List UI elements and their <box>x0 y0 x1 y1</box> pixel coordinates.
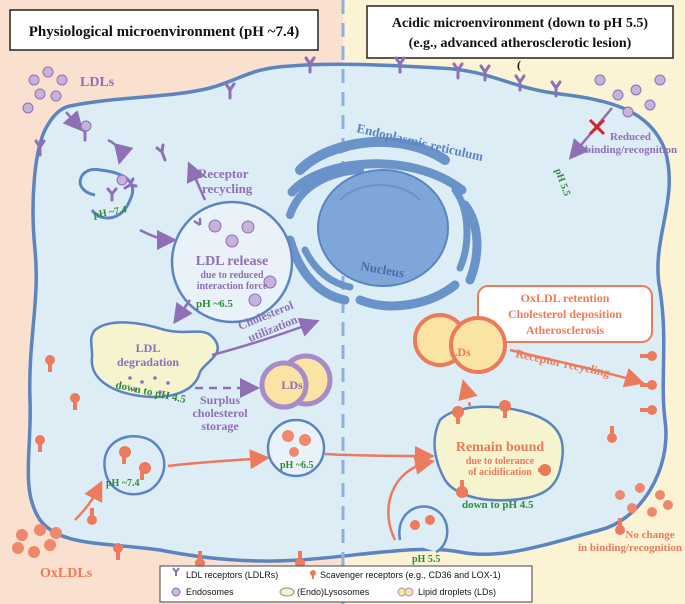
surplus-1: Surplus <box>200 393 240 407</box>
clathrin-pit-right <box>398 505 449 554</box>
down-ph45-label-b: down to pH 4.5 <box>462 499 534 511</box>
surplus-3: storage <box>201 419 239 433</box>
stray-parenthesis: ( <box>517 58 521 72</box>
legend-lysosome-icon <box>279 587 295 597</box>
right-title-line1: Acidic microenvironment (down to pH 5.5) <box>392 16 648 31</box>
legend-lyso: (Endo)Lysosomes <box>297 587 370 597</box>
ph74-label-b: pH ~7.4 <box>106 478 140 489</box>
remain-sub1: due to tolerance <box>466 456 535 467</box>
ldl-release-sub1: due to reduced <box>200 270 264 281</box>
legend-scav: Scavenger receptors (e.g., CD36 and LOX-… <box>320 570 501 580</box>
reduced-label-1: Reduced <box>610 131 651 143</box>
ldl-release-label: LDL release <box>196 254 268 269</box>
lds-left-label: LDs <box>281 378 303 392</box>
ldl-degradation-2: degradation <box>117 355 179 369</box>
lipid-droplets-right <box>413 313 507 374</box>
no-change-1: No change <box>625 529 674 541</box>
right-title-line2: (e.g., advanced atherosclerotic lesion) <box>409 36 632 51</box>
endoplasmic-reticulum <box>285 136 482 311</box>
legend-lipid-droplet-icon <box>397 587 414 597</box>
legend-scavenger-icon <box>310 570 316 579</box>
nucleus <box>317 169 449 287</box>
legend-ldlr: LDL receptors (LDLRs) <box>186 570 278 580</box>
ldl-particles-right <box>594 74 666 118</box>
right-title-box <box>366 5 674 59</box>
scavenger-receptors-lysosome <box>452 400 551 498</box>
left-title: Physiological microenvironment (pH ~7.4) <box>29 24 300 40</box>
legend-ldlr-icon <box>172 567 180 576</box>
scavenger-receptors-right <box>607 351 657 535</box>
lysosome-ldl-degradation <box>89 321 219 399</box>
ph55-label-b: pH 5.5 <box>412 554 440 565</box>
ldl-degradation-1: LDL <box>136 341 161 355</box>
no-change-2: in binding/recognition <box>578 542 682 554</box>
ph65-label-a: pH ~6.5 <box>196 298 233 310</box>
ldlr-receptors-right <box>394 56 562 98</box>
oxldl-retention-box <box>477 285 653 343</box>
lysosome-remain-bound <box>433 405 564 502</box>
endosome-ldl-release <box>170 200 294 324</box>
oxldls-label: OxLDLs <box>40 566 93 581</box>
legend-endo: Endosomes <box>186 587 234 597</box>
lipid-droplets-left <box>259 353 333 410</box>
ph65-label-b: pH ~6.5 <box>280 460 314 471</box>
receptor-recycling-2: recycling <box>202 181 253 196</box>
surplus-2: cholesterol <box>192 406 248 420</box>
ldl-release-sub2: interaction force <box>197 281 268 292</box>
legend-endosome-icon <box>171 587 181 597</box>
oxldl-particles-right <box>615 483 673 517</box>
ldls-label: LDLs <box>80 75 115 90</box>
remain-bound: Remain bound <box>456 440 545 455</box>
atherosclerosis: Atherosclerosis <box>526 323 605 337</box>
ldl-particles-top <box>22 66 68 114</box>
cholesterol-deposition: Cholesterol deposition <box>508 307 622 321</box>
legend-box <box>159 565 533 603</box>
lds-right-label: LDs <box>449 345 471 359</box>
remain-sub2: of acidification <box>468 467 532 478</box>
legend-ld: Lipid droplets (LDs) <box>418 587 496 597</box>
oxldl-particles-bottom <box>12 524 62 558</box>
receptor-recycling-1: Receptor <box>198 166 249 181</box>
reduced-label-2: binding/recognition <box>585 144 677 156</box>
oxldl-retention: OxLDL retention <box>521 291 610 305</box>
left-title-box <box>9 9 319 51</box>
